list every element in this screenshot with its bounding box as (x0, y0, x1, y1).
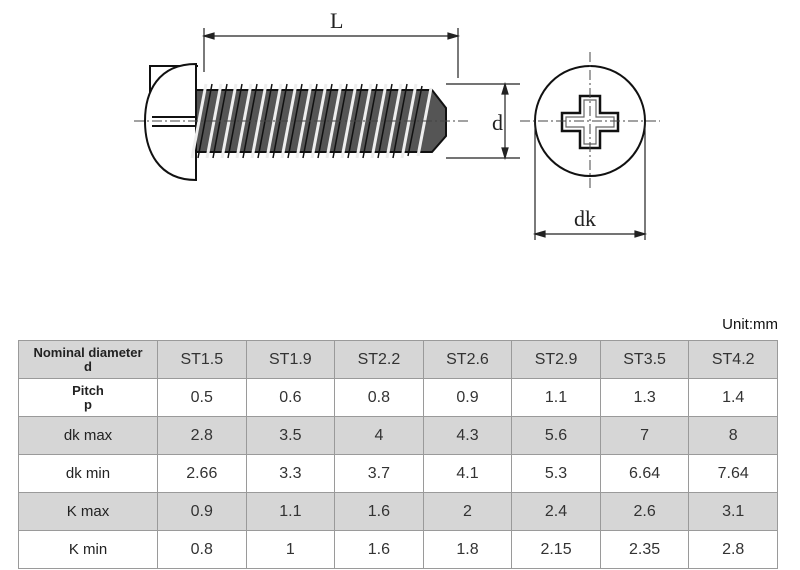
screw-head (143, 62, 199, 182)
table-row: Nominal diameter d ST1.5 ST1.9 ST2.2 ST2… (18, 340, 778, 379)
table-cell: 1.6 (334, 492, 424, 531)
table-cell: 2 (422, 492, 513, 531)
table-cell: 2.8 (688, 530, 778, 569)
table-cell: 0.5 (157, 378, 247, 417)
table-cell: 1.8 (422, 530, 513, 569)
unit-label: Unit:mm (722, 316, 778, 333)
table-cell: ST1.5 (157, 340, 247, 379)
table-cell: 2.15 (511, 530, 601, 569)
length-dimension (201, 28, 461, 78)
table-cell: 4.3 (422, 416, 513, 455)
diameter-dimension (446, 81, 520, 161)
table-cell: 5.6 (511, 416, 601, 455)
table-cell: 4 (334, 416, 424, 455)
table-cell: 1.3 (599, 378, 690, 417)
screw-diagram: L (134, 8, 660, 240)
table-cell: 2.4 (511, 492, 601, 531)
row-header: Pitch p (18, 378, 158, 417)
table-cell: 0.8 (157, 530, 247, 569)
table-cell: 1.6 (334, 530, 424, 569)
table-row: dk min 2.66 3.3 3.7 4.1 5.3 6.64 7.64 (18, 454, 778, 493)
table-cell: ST1.9 (245, 340, 336, 379)
table-cell: 2.66 (157, 454, 247, 493)
table-cell: 1.4 (688, 378, 778, 417)
row-header: dk max (18, 416, 158, 455)
table-cell: 3.7 (334, 454, 424, 493)
table-cell: 0.8 (334, 378, 424, 417)
table-cell: ST4.2 (688, 340, 778, 379)
length-label: L (330, 8, 343, 33)
head-diameter-dimension (532, 121, 648, 240)
table-cell: 3.5 (245, 416, 336, 455)
table-cell: 2.35 (599, 530, 690, 569)
table-cell: 3.1 (688, 492, 778, 531)
table-cell: ST3.5 (599, 340, 690, 379)
table-cell: 8 (688, 416, 778, 455)
table-cell: 6.64 (599, 454, 690, 493)
screw-body (134, 83, 470, 159)
table-cell: 0.6 (245, 378, 336, 417)
table-cell: 0.9 (422, 378, 513, 417)
table-cell: 2.6 (599, 492, 690, 531)
table-cell: 1.1 (511, 378, 601, 417)
table-cell: ST2.9 (511, 340, 601, 379)
table-cell: 4.1 (422, 454, 513, 493)
row-header: K min (18, 530, 158, 569)
table-cell: 0.9 (157, 492, 247, 531)
table-cell: 1.1 (245, 492, 336, 531)
table-row: dk max 2.8 3.5 4 4.3 5.6 7 8 (18, 416, 778, 455)
table-row: K max 0.9 1.1 1.6 2 2.4 2.6 3.1 (18, 492, 778, 531)
row-header: dk min (18, 454, 158, 493)
table-cell: ST2.6 (422, 340, 513, 379)
table-cell: 7.64 (688, 454, 778, 493)
diameter-label: d (492, 110, 503, 135)
spec-table: Nominal diameter d ST1.5 ST1.9 ST2.2 ST2… (18, 340, 778, 569)
row-header: K max (18, 492, 158, 531)
table-cell: ST2.2 (334, 340, 424, 379)
head-end-view (520, 52, 660, 190)
table-cell: 1 (245, 530, 336, 569)
table-row: K min 0.8 1 1.6 1.8 2.15 2.35 2.8 (18, 530, 778, 569)
head-diameter-label: dk (574, 206, 596, 231)
row-header: Nominal diameter d (18, 340, 158, 379)
table-cell: 7 (599, 416, 690, 455)
table-cell: 3.3 (245, 454, 336, 493)
table-cell: 5.3 (511, 454, 601, 493)
table-cell: 2.8 (157, 416, 247, 455)
table-row: Pitch p 0.5 0.6 0.8 0.9 1.1 1.3 1.4 (18, 378, 778, 417)
